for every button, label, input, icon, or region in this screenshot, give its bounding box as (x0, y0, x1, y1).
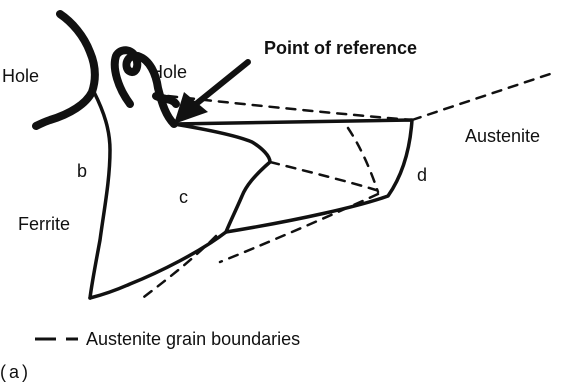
reference-arrow-shaft (196, 62, 248, 104)
label-point-of-reference: Point of reference (264, 38, 417, 58)
label-hole-left: Hole (2, 66, 39, 86)
label-region-d: d (417, 165, 427, 185)
boundary-b-c (90, 92, 110, 298)
grain-boundary-2 (412, 72, 556, 120)
label-ferrite: Ferrite (18, 214, 70, 234)
label-hole-right: Hole (150, 62, 187, 82)
legend-text: Austenite grain boundaries (86, 329, 300, 349)
label-austenite: Austenite (465, 126, 540, 146)
panel-label: (a) (0, 362, 31, 382)
region-d-outline (174, 120, 412, 232)
left-hole-boundary (36, 14, 95, 126)
label-region-c: c (179, 187, 188, 207)
grain-boundary-3 (270, 162, 376, 190)
label-region-b: b (77, 161, 87, 181)
legend: Austenite grain boundaries (35, 329, 300, 349)
region-c-outline (90, 124, 270, 298)
